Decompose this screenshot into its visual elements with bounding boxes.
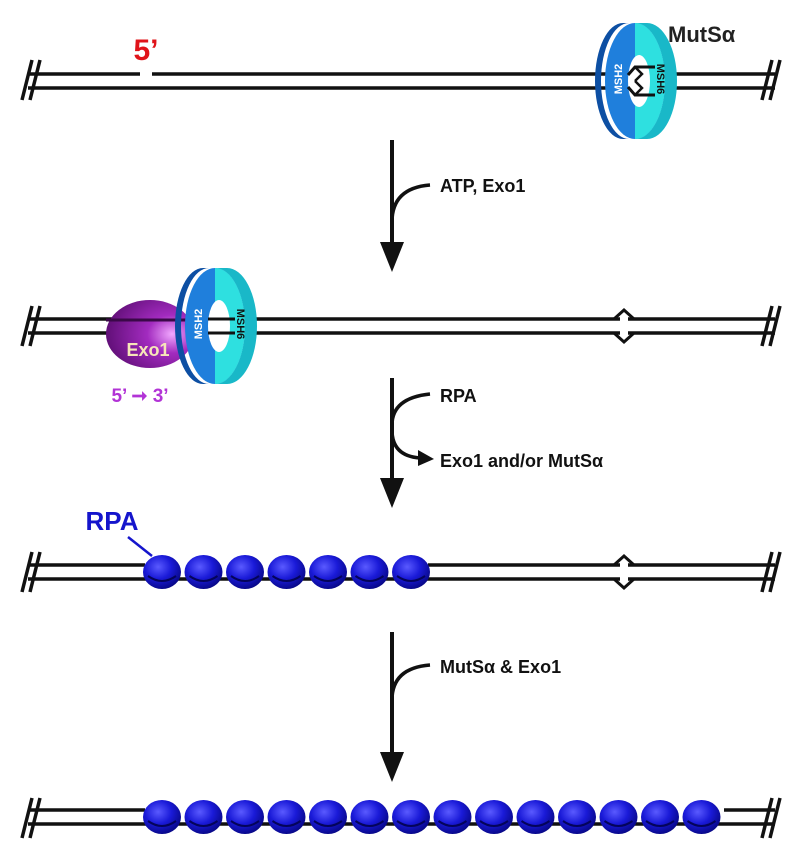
dna-end-right bbox=[760, 551, 782, 593]
rpa-protein bbox=[184, 800, 223, 834]
rpa-protein bbox=[226, 800, 264, 834]
msh2-label: MSH2 bbox=[193, 309, 205, 340]
mutsa-clamp: MSH2 MSH6 bbox=[595, 23, 677, 139]
step-2-arrow: RPA Exo1 and/or MutSα bbox=[380, 378, 603, 508]
rpa-protein bbox=[641, 800, 679, 834]
rpa-protein bbox=[516, 800, 555, 834]
rpa-protein bbox=[392, 800, 430, 834]
rpa-protein bbox=[184, 555, 223, 589]
dna-end-left bbox=[20, 551, 42, 593]
exo1-label: Exo1 bbox=[126, 340, 169, 360]
dna-duplex bbox=[28, 563, 775, 581]
step-1-arrow: ATP, Exo1 bbox=[380, 140, 525, 272]
rpa-protein bbox=[433, 800, 472, 834]
rpa-protein bbox=[558, 800, 596, 834]
rpa-protein bbox=[392, 555, 430, 589]
rpa-cluster bbox=[143, 555, 430, 589]
rpa-protein bbox=[599, 800, 638, 834]
msh6-label: MSH6 bbox=[234, 309, 246, 340]
rpa-protein bbox=[682, 800, 721, 834]
rpa-protein bbox=[143, 800, 181, 834]
mismatch-bulge bbox=[612, 307, 640, 345]
step-1-label: ATP, Exo1 bbox=[440, 176, 525, 196]
mutsa-label-top: MutSα bbox=[668, 22, 736, 47]
dna-end-right bbox=[760, 797, 782, 839]
step-2-out-label: Exo1 and/or MutSα bbox=[440, 451, 603, 471]
mismatch-bulge bbox=[612, 553, 640, 591]
rpa-protein bbox=[226, 555, 264, 589]
rpa-cluster bbox=[143, 800, 721, 834]
rpa-protein bbox=[267, 800, 306, 834]
nick-5prime-label: 5’ bbox=[133, 34, 158, 67]
mutsa-clamp: MSH2 MSH6 bbox=[175, 268, 257, 384]
dna-row-2: Exo1 MSH2 MSH6 5’ ➞ 3’ bbox=[20, 268, 782, 407]
dna-end-left bbox=[20, 305, 42, 347]
dna-end-right bbox=[760, 305, 782, 347]
direction-label: 5’ ➞ 3’ bbox=[111, 386, 168, 407]
step-3-arrow: MutSα & Exo1 bbox=[380, 632, 561, 782]
dna-row-3: RPA bbox=[20, 506, 782, 593]
dna-end-left bbox=[20, 797, 42, 839]
dna-row-1: MSH2 MSH6 5’ MutSα bbox=[20, 22, 782, 139]
rpa-protein bbox=[267, 555, 306, 589]
rpa-protein bbox=[143, 555, 181, 589]
step-2-in-label: RPA bbox=[440, 386, 477, 406]
dna-end-left bbox=[20, 59, 42, 101]
step-3-label: MutSα & Exo1 bbox=[440, 657, 561, 677]
dna-end-right bbox=[760, 59, 782, 101]
rpa-label: RPA bbox=[86, 506, 139, 536]
rpa-protein bbox=[309, 800, 347, 834]
rpa-label-pointer bbox=[127, 536, 153, 557]
msh6-label: MSH6 bbox=[654, 64, 666, 95]
rpa-protein bbox=[350, 800, 389, 834]
msh2-label: MSH2 bbox=[613, 64, 625, 95]
rpa-protein bbox=[350, 555, 389, 589]
rpa-protein bbox=[475, 800, 513, 834]
rpa-protein bbox=[309, 555, 347, 589]
dna-row-4 bbox=[20, 797, 782, 839]
